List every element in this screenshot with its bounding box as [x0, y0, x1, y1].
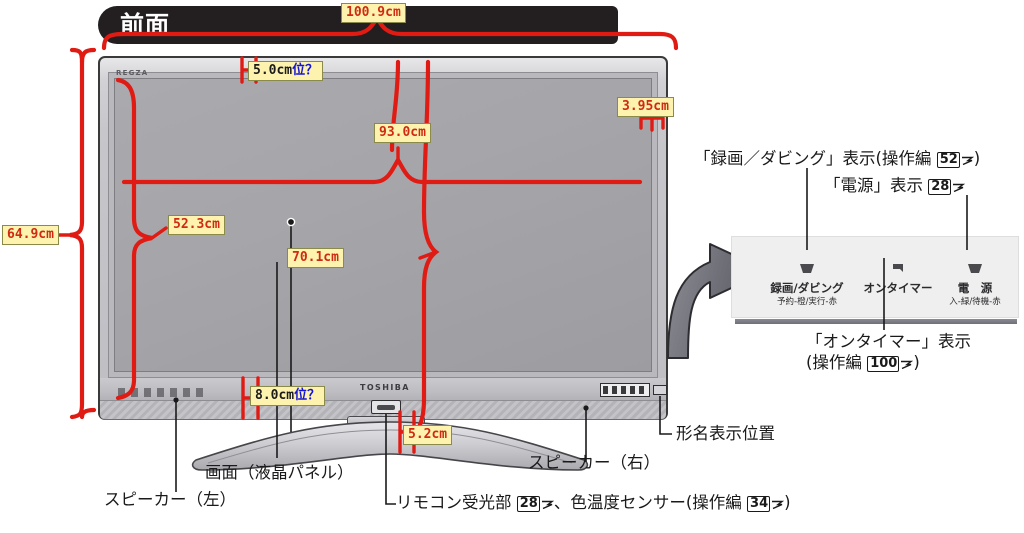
tv-feature-badges-icon	[118, 388, 204, 397]
page-number: 28	[516, 495, 540, 512]
rec-dub-lamp-icon	[800, 264, 814, 273]
page-number: 34	[747, 495, 771, 512]
indicator-label: オンタイマー	[863, 281, 933, 295]
callout-text-post: )	[784, 493, 791, 512]
indicator-panel-edge	[735, 319, 1017, 324]
indicator-sublabel: 予約-橙/実行-赤	[777, 297, 837, 307]
indicator-column-on-timer: オンタイマー	[850, 262, 946, 296]
indicator-panel-inset	[731, 236, 1019, 318]
page-ref-badge: 28	[516, 493, 554, 514]
callout-on-timer-indicator: 「オンタイマー」表示 (操作編 100)	[806, 331, 971, 374]
page-ref-badge: 52	[936, 149, 974, 170]
chip-screen-height: 52.3cm	[168, 215, 225, 235]
indicator-label: 録画/ダビング	[770, 281, 844, 295]
page-number: 100	[867, 355, 900, 372]
indicator-column-power: 電 源 入-緑/待機-赤	[935, 262, 1015, 308]
remote-sensor-lens-icon	[377, 405, 395, 410]
power-lamp-icon	[968, 264, 982, 273]
chip-suffix: 位？	[292, 63, 319, 78]
page-ref-badge: 28	[928, 176, 966, 197]
toshiba-logo: TOSHIBA	[360, 383, 410, 392]
chip-bezel-bottom: 8.0cm位？	[250, 386, 326, 406]
indicator-label: 電 源	[957, 281, 993, 295]
callout-text: 「電源」表示	[824, 176, 929, 195]
page-number: 52	[936, 151, 960, 168]
page-ref-badge: 34	[747, 493, 785, 514]
chip-value: 8.0cm	[255, 388, 295, 403]
chip-bezel-right: 3.95cm	[617, 97, 674, 117]
callout-lcd-panel: 画面（液晶パネル）	[205, 463, 354, 482]
callout-line2: (操作編 100)	[806, 352, 971, 374]
chip-suffix: 位？	[294, 388, 321, 403]
callout-power-indicator: 「電源」表示 28	[824, 175, 966, 197]
chip-width-total: 100.9cm	[341, 3, 406, 23]
page-title: 前面	[120, 11, 170, 39]
callout-remote-sensor: リモコン受光部 28 、色温度センサー(操作編 34)	[396, 492, 791, 514]
callout-text: リモコン受光部	[396, 493, 517, 512]
chip-height-total: 64.9cm	[2, 225, 59, 245]
callout-line1: 「オンタイマー」表示	[806, 332, 971, 351]
page-flag-icon	[541, 500, 554, 509]
callout-model-name-position: 形名表示位置	[676, 424, 775, 443]
page-flag-icon	[772, 500, 785, 509]
indicator-sublabel: 入-緑/待機-赤	[949, 297, 1001, 307]
callout-text: 「録画／ダビング」表示(操作編	[694, 149, 937, 168]
callout-rec-dub-indicator: 「録画／ダビング」表示(操作編 52)	[694, 148, 980, 170]
chip-stand-height: 5.2cm	[403, 425, 453, 445]
page-ref-badge: 100	[867, 353, 914, 374]
model-name-plate	[653, 385, 667, 395]
chip-bezel-top: 5.0cm位？	[248, 61, 324, 81]
page-number: 28	[928, 178, 952, 195]
chip-value: 5.0cm	[253, 63, 293, 78]
page-flag-icon	[961, 156, 974, 165]
chip-screen-diagonal: 70.1cm	[287, 248, 344, 268]
callout-text: (操作編	[806, 353, 868, 372]
callout-text-mid: 、色温度センサー(操作編	[553, 493, 748, 512]
spec-plate-text-icon	[603, 386, 647, 394]
regza-logo: REGZA	[116, 69, 149, 77]
page-flag-icon	[901, 360, 914, 369]
on-timer-lamp-icon	[893, 264, 903, 272]
page-flag-icon	[953, 183, 966, 192]
chip-screen-width: 93.0cm	[374, 123, 431, 143]
indicator-column-rec-dub: 録画/ダビング 予約-橙/実行-赤	[752, 262, 862, 308]
callout-text-post: )	[913, 353, 920, 372]
callout-speaker-right: スピーカー（右）	[528, 453, 660, 472]
callout-text-post: )	[973, 149, 981, 168]
callout-speaker-left: スピーカー（左）	[104, 490, 236, 509]
